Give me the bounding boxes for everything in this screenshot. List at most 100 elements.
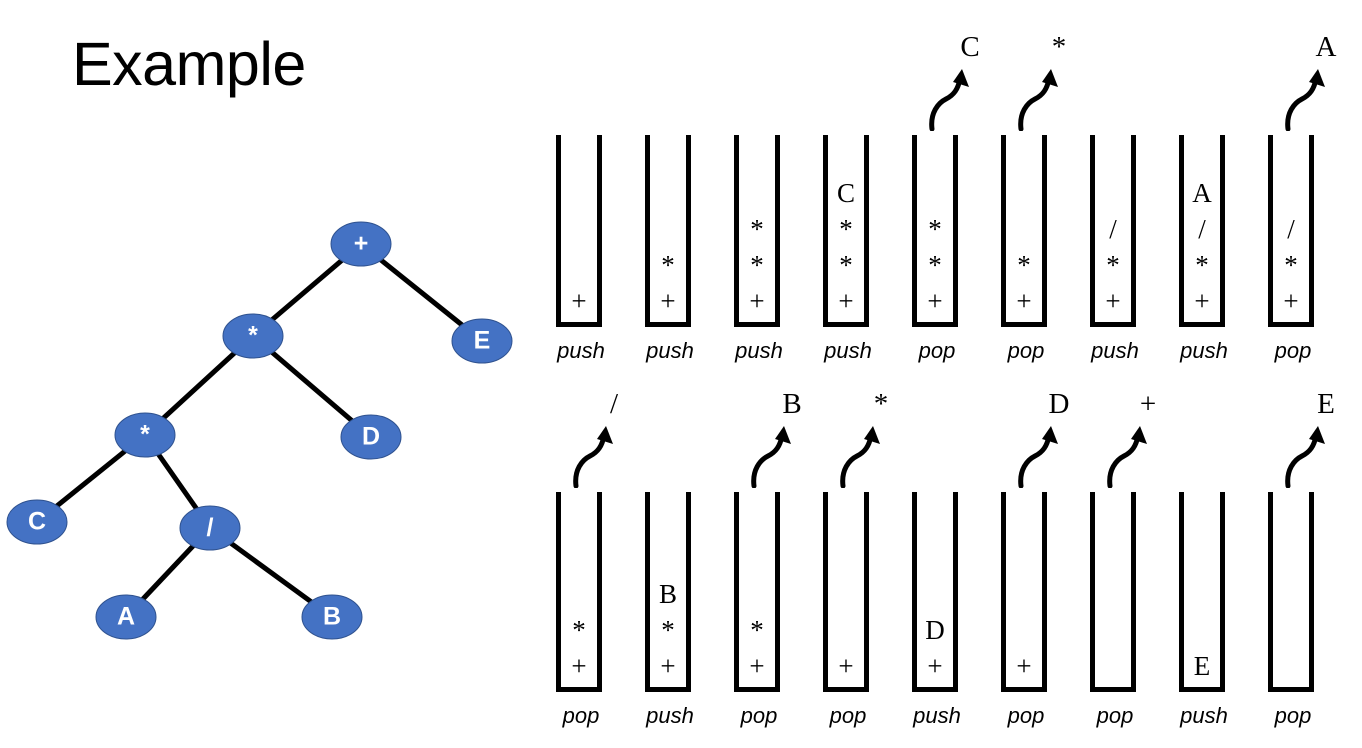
- stack-container: +*: [734, 492, 780, 692]
- stack-items: +*/A: [1184, 175, 1220, 319]
- pop-arrow: [1282, 69, 1330, 132]
- stack-operation-label: pop: [562, 703, 600, 728]
- popped-value: *: [873, 388, 889, 420]
- stack-item: *: [661, 250, 675, 280]
- stack-item: +: [1283, 286, 1299, 316]
- stack-left-wall: [1001, 135, 1006, 327]
- pop-arrow-icon: [573, 426, 613, 489]
- stack-container: +**: [912, 135, 958, 327]
- stack-right-wall: [597, 492, 602, 692]
- stack-items: +*/: [1095, 211, 1131, 319]
- stack-right-wall: [1042, 492, 1047, 692]
- stack-operation-label: pop: [918, 338, 956, 363]
- tree-node-n-e[interactable]: [451, 318, 513, 364]
- stack-floor: [1001, 322, 1047, 327]
- stack-left-wall: [734, 492, 739, 692]
- stack-item: *: [928, 250, 942, 280]
- stack-floor: [1268, 687, 1314, 692]
- pop-arrow-icon: [929, 69, 969, 132]
- stack-container: +*B: [645, 492, 691, 692]
- stack-items: +*: [650, 247, 686, 319]
- tree-node-n-a[interactable]: [95, 594, 157, 640]
- stack-item: *: [1017, 250, 1031, 280]
- stack-item: +: [927, 286, 943, 316]
- pop-arrow: [570, 426, 618, 489]
- stack-floor: [1090, 687, 1136, 692]
- pop-arrow-icon: [1107, 426, 1147, 489]
- tree-node-n-star-1[interactable]: [222, 313, 284, 359]
- pop-arrow: [1282, 426, 1330, 489]
- stack-right-wall: [1131, 492, 1136, 692]
- stack-item: +: [1016, 651, 1032, 681]
- stack-item: *: [750, 615, 764, 645]
- stack-operation-label: push: [646, 338, 694, 363]
- pop-arrow-icon: [1018, 426, 1058, 489]
- stack-items: +**: [917, 211, 953, 319]
- stack-floor: [823, 322, 869, 327]
- tree-node-n-star-2[interactable]: [114, 412, 176, 458]
- stack-items: E: [1184, 648, 1220, 684]
- tree-node-n-plus-root[interactable]: [330, 221, 392, 267]
- stack-floor: [1268, 322, 1314, 327]
- stack-item: /: [1287, 214, 1295, 244]
- stack-items: +*: [1006, 247, 1042, 319]
- stack-item: E: [1193, 651, 1211, 681]
- stack-operation-label: push: [557, 338, 605, 363]
- stack-item: +: [749, 651, 765, 681]
- stack-item: *: [750, 214, 764, 244]
- stack-floor: [912, 687, 958, 692]
- pop-arrow: [1015, 426, 1063, 489]
- stack-item: +: [571, 286, 587, 316]
- stack-floor: [556, 687, 602, 692]
- stack-snapshot: + push: [556, 135, 605, 367]
- stack-snapshot: +*/push: [1090, 135, 1139, 367]
- tree-node-n-slash[interactable]: [179, 505, 241, 551]
- stack-floor: [1001, 687, 1047, 692]
- stack-operation-label: pop: [1007, 338, 1045, 363]
- stack-operation-label: pop: [1274, 338, 1312, 363]
- stack-operation-label: pop: [1096, 703, 1134, 728]
- tree-node-n-b[interactable]: [301, 594, 363, 640]
- stack-items: +: [561, 283, 597, 319]
- stack-container: +*: [1001, 135, 1047, 327]
- stack-operation-label: push: [1180, 703, 1228, 728]
- stack-container: + * /: [1268, 135, 1314, 327]
- stack-items: +*: [739, 612, 775, 684]
- tree-node-n-c[interactable]: [6, 499, 68, 545]
- stack-item: +: [571, 651, 587, 681]
- stack-items: + * /: [1273, 211, 1309, 319]
- popped-value: A: [1315, 31, 1337, 63]
- stack-item: *: [1284, 250, 1298, 280]
- stack-left-wall: [1090, 135, 1095, 327]
- stack-snapshot: +*/pop: [556, 388, 618, 732]
- stack-operation-label: push: [646, 703, 694, 728]
- popped-value: *: [1051, 31, 1067, 63]
- pop-arrow: [1015, 69, 1063, 132]
- stack-operation-label: pop: [1007, 703, 1045, 728]
- stack-item: *: [839, 250, 853, 280]
- stack-right-wall: [597, 135, 602, 327]
- pop-arrow: [926, 69, 974, 132]
- stack-right-wall: [686, 135, 691, 327]
- stack-container: +D: [912, 492, 958, 692]
- stack-right-wall: [1220, 492, 1225, 692]
- stack-right-wall: [1042, 135, 1047, 327]
- pop-arrow-icon: [1285, 426, 1325, 489]
- stack-items: +**: [739, 211, 775, 319]
- popped-value: +: [1139, 388, 1157, 420]
- stack-left-wall: [734, 135, 739, 327]
- popped-value: /: [609, 388, 619, 420]
- tree-node-n-d[interactable]: [340, 414, 402, 460]
- stack-item: *: [661, 615, 675, 645]
- stack-right-wall: [864, 135, 869, 327]
- stack-container: +*/: [1090, 135, 1136, 327]
- popped-value: D: [1048, 388, 1070, 420]
- stack-operation-label: push: [1180, 338, 1228, 363]
- stack-right-wall: [775, 135, 780, 327]
